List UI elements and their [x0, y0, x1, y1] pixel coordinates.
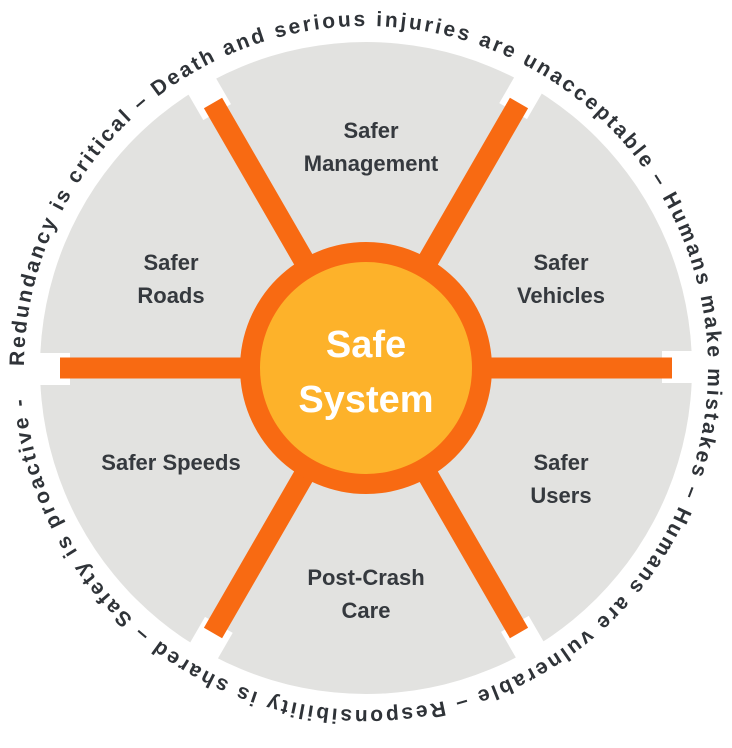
sector-label-line2: Users [530, 483, 591, 508]
sector-label-line2: Management [304, 151, 439, 176]
sector-label-line1: Safer [143, 250, 198, 275]
sector-label-line2: Vehicles [517, 283, 605, 308]
sector-label-line1: Safer [533, 450, 588, 475]
sector-label-line1: Safer [533, 250, 588, 275]
sector-label-line1: Safer [343, 118, 398, 143]
sector-label-line2: Care [342, 598, 391, 623]
sector-labels: Safer Management Safer Vehicles Safer Us… [101, 118, 605, 623]
center-label-line1: Safe [326, 324, 406, 366]
sector-safer-management: Safer Management [304, 118, 439, 176]
sector-safer-speeds: Safer Speeds [101, 450, 240, 475]
center-label-line2: System [298, 379, 433, 421]
center-hub: Safe System [240, 242, 492, 494]
sector-label-line1: Post-Crash [307, 565, 424, 590]
sector-label-line1: Safer Speeds [101, 450, 240, 475]
sector-safer-users: Safer Users [530, 450, 591, 508]
sector-post-crash-care: Post-Crash Care [307, 565, 424, 623]
sector-safer-roads: Safer Roads [137, 250, 204, 308]
center-fill [260, 262, 472, 474]
sector-safer-vehicles: Safer Vehicles [517, 250, 605, 308]
sector-label-line2: Roads [137, 283, 204, 308]
